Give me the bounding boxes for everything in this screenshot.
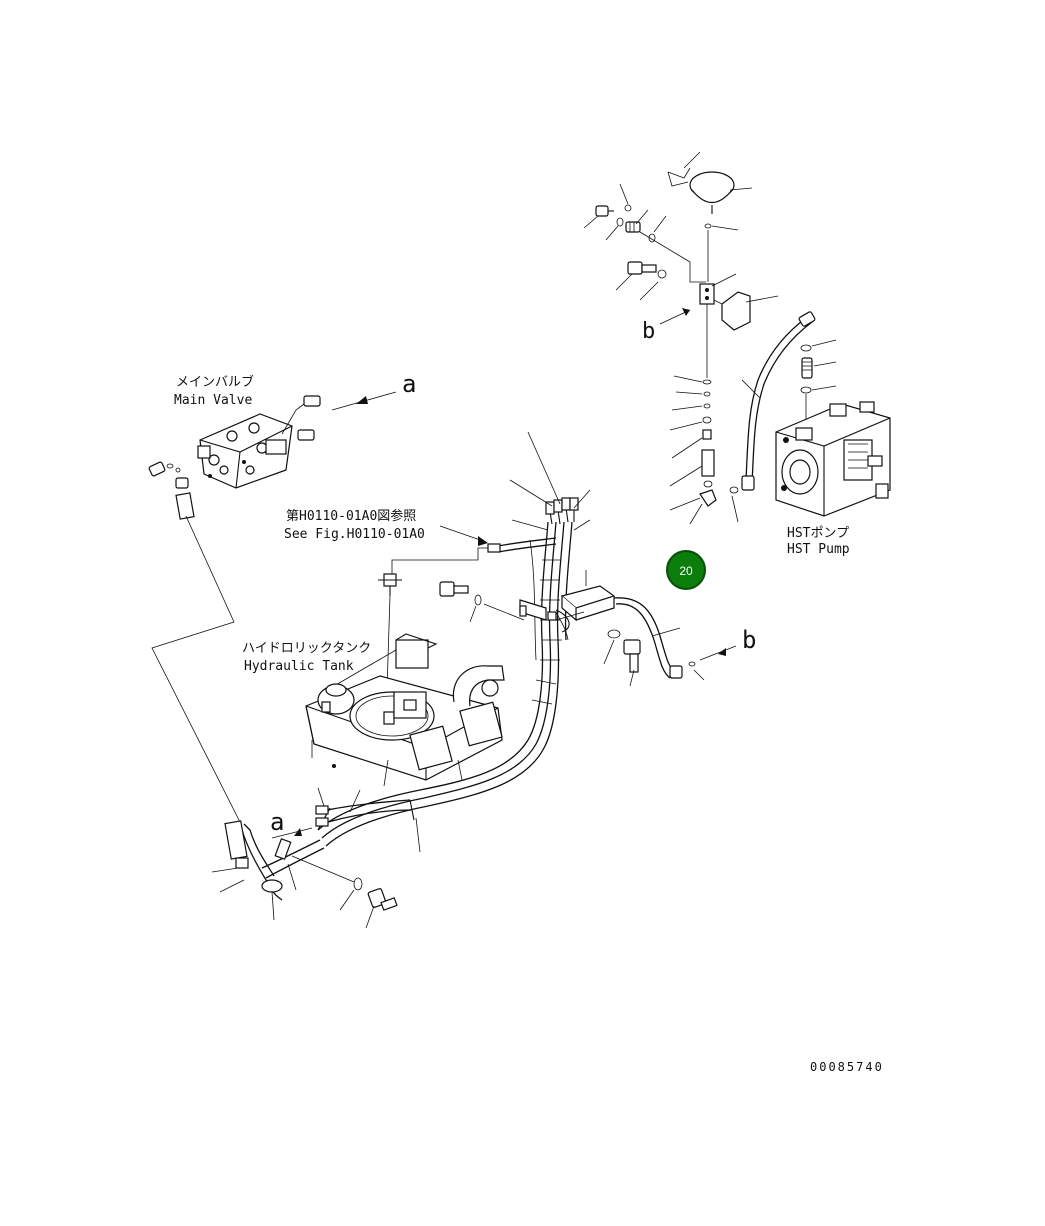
hydraulic-tank-icon	[305, 633, 505, 787]
washer-icon	[704, 223, 712, 229]
bolt-icon	[615, 261, 667, 301]
see-fig-label-jp: 第H0110-01A0図参照	[286, 508, 416, 524]
callout-20-circle[interactable]	[666, 550, 706, 590]
hydraulic-tank-label-jp: ハイドロリックタンク	[242, 641, 371, 656]
callout-20-number[interactable]: 20	[679, 564, 693, 578]
ref-a-bottom: a	[270, 808, 284, 836]
ref-a-top: a	[402, 370, 416, 398]
bundle-leaders	[509, 431, 591, 531]
hose-icon	[555, 570, 705, 681]
hst-fittings	[800, 339, 837, 420]
ref-b-right: b	[742, 626, 756, 654]
bolt-icon	[439, 581, 525, 623]
bracket-icon	[699, 273, 779, 331]
bolt-icon	[291, 855, 398, 929]
main-valve-icon	[197, 413, 293, 489]
gauge-icon	[667, 151, 753, 214]
bolt-icon	[603, 629, 641, 687]
main-valve-label-en: Main Valve	[174, 393, 252, 408]
see-fig-label-en: See Fig.H0110-01A0	[284, 527, 425, 542]
hose-icon	[317, 497, 579, 847]
fitting-icon	[583, 183, 706, 283]
clamp-icon	[519, 599, 570, 633]
ref-b-top: b	[642, 319, 655, 344]
hst-pump-hose	[729, 311, 816, 523]
lower-tubes	[211, 787, 421, 921]
callout-20[interactable]: 20	[666, 550, 706, 590]
hst-pump-icon	[775, 401, 891, 517]
leader-line	[151, 515, 241, 823]
hst-pump-label-en: HST Pump	[787, 542, 850, 557]
hst-pump-label-jp: HSTポンプ	[787, 526, 849, 541]
fitting-stack	[669, 375, 717, 525]
main-valve-label-jp: メインバルブ	[176, 374, 254, 390]
valve-fittings	[148, 395, 321, 520]
hydraulic-tank-label-en: Hydraulic Tank	[244, 659, 354, 674]
drawing-number: 00085740	[810, 1060, 884, 1074]
